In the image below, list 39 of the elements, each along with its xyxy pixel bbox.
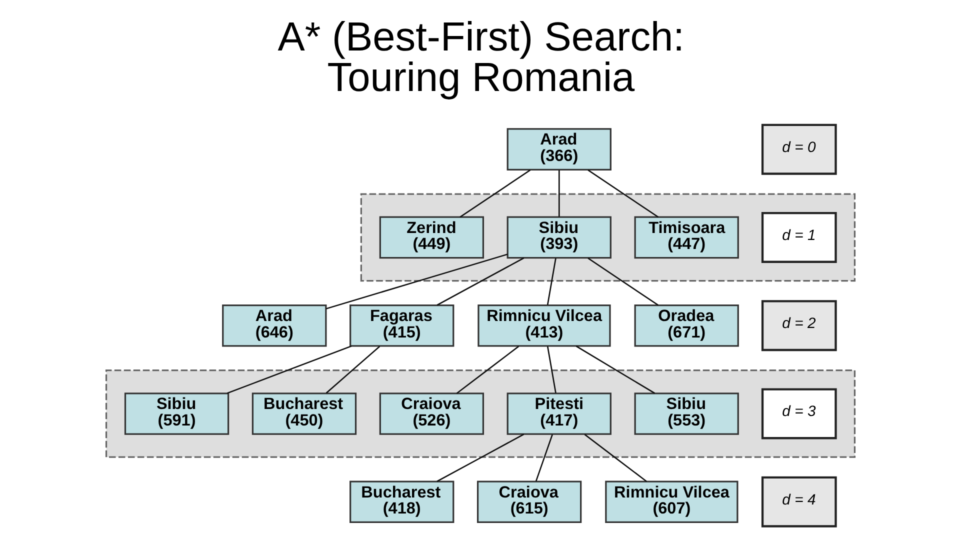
node-box: Rimnicu Vilcea (607) [604, 480, 738, 524]
cluster [360, 193, 856, 282]
connector [325, 346, 380, 394]
node-box: Arad (366) [506, 128, 611, 170]
node-box: d = 4 [760, 476, 836, 528]
node-box: Timisoara (447) [634, 216, 738, 259]
connector [546, 346, 556, 394]
node-box: Bucharest (450) [251, 392, 356, 435]
node-box: d = 2 [760, 300, 836, 352]
connector [575, 346, 655, 394]
connector [436, 257, 524, 306]
node-box: d = 0 [760, 124, 836, 175]
node-box: Sibiu (393) [506, 216, 611, 259]
connector [534, 434, 553, 482]
node-box: d = 1 [760, 212, 836, 263]
connector [558, 170, 560, 217]
connector [587, 258, 658, 306]
connector [459, 170, 530, 218]
node-box: Rimnicu Vilcea (413) [477, 304, 610, 347]
connector [226, 345, 352, 394]
node-box: Bucharest (418) [349, 480, 454, 524]
node-box: d = 3 [760, 388, 836, 440]
node-box: Oradea (671) [634, 304, 738, 347]
connector [587, 170, 658, 218]
connector [584, 434, 647, 482]
node-box: Zerind (449) [378, 216, 484, 259]
node-box: Sibiu (553) [634, 392, 738, 435]
connector [546, 258, 556, 306]
connector [456, 346, 519, 394]
node-box: Craiova (526) [378, 392, 484, 435]
connector [325, 254, 508, 310]
node-box: Craiova (615) [476, 480, 582, 524]
diagram-title: A* (Best-First) Search: Touring Romania [277, 13, 684, 100]
node-box: Arad (646) [222, 304, 326, 347]
node-box: Sibiu (591) [124, 392, 229, 435]
cluster [104, 370, 856, 458]
connector [436, 434, 524, 482]
node-box: Fagaras (415) [349, 304, 454, 347]
node-box: Pitesti (417) [506, 392, 611, 435]
